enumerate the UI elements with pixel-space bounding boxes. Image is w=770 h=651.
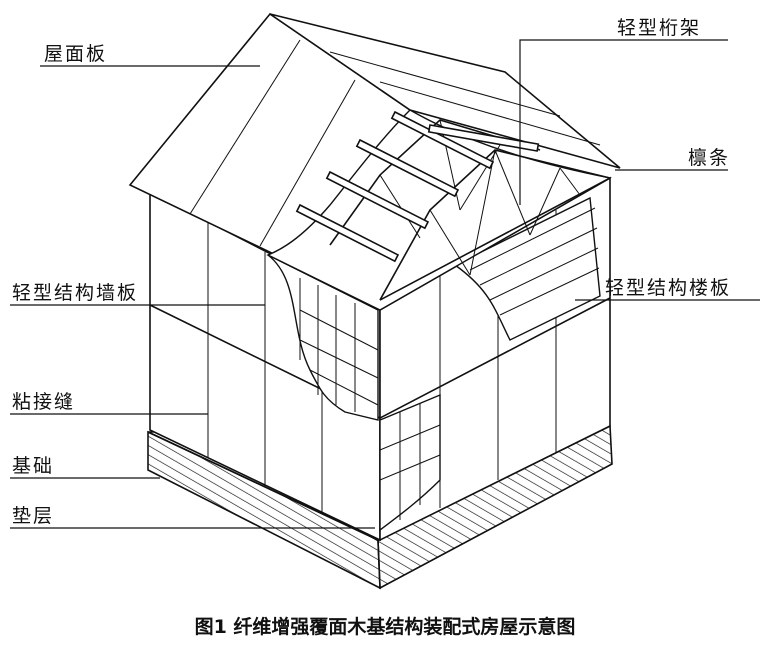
figure-caption: 图1 纤维增强覆面木基结构装配式房屋示意图 [195, 615, 576, 638]
label-light-wall-panel: 轻型结构墙板 [12, 282, 138, 304]
label-roof-panel: 屋面板 [44, 43, 107, 65]
label-foundation: 基础 [12, 455, 54, 477]
label-light-truss: 轻型桁架 [617, 17, 701, 39]
purlins [295, 110, 540, 263]
label-cushion-layer: 垫层 [12, 505, 54, 527]
label-bonded-seam: 粘接缝 [12, 391, 75, 413]
label-light-floor-panel: 轻型结构楼板 [605, 277, 731, 299]
leader-lines [10, 39, 760, 529]
roof [128, 12, 621, 311]
label-purlin: 檩条 [688, 147, 730, 169]
